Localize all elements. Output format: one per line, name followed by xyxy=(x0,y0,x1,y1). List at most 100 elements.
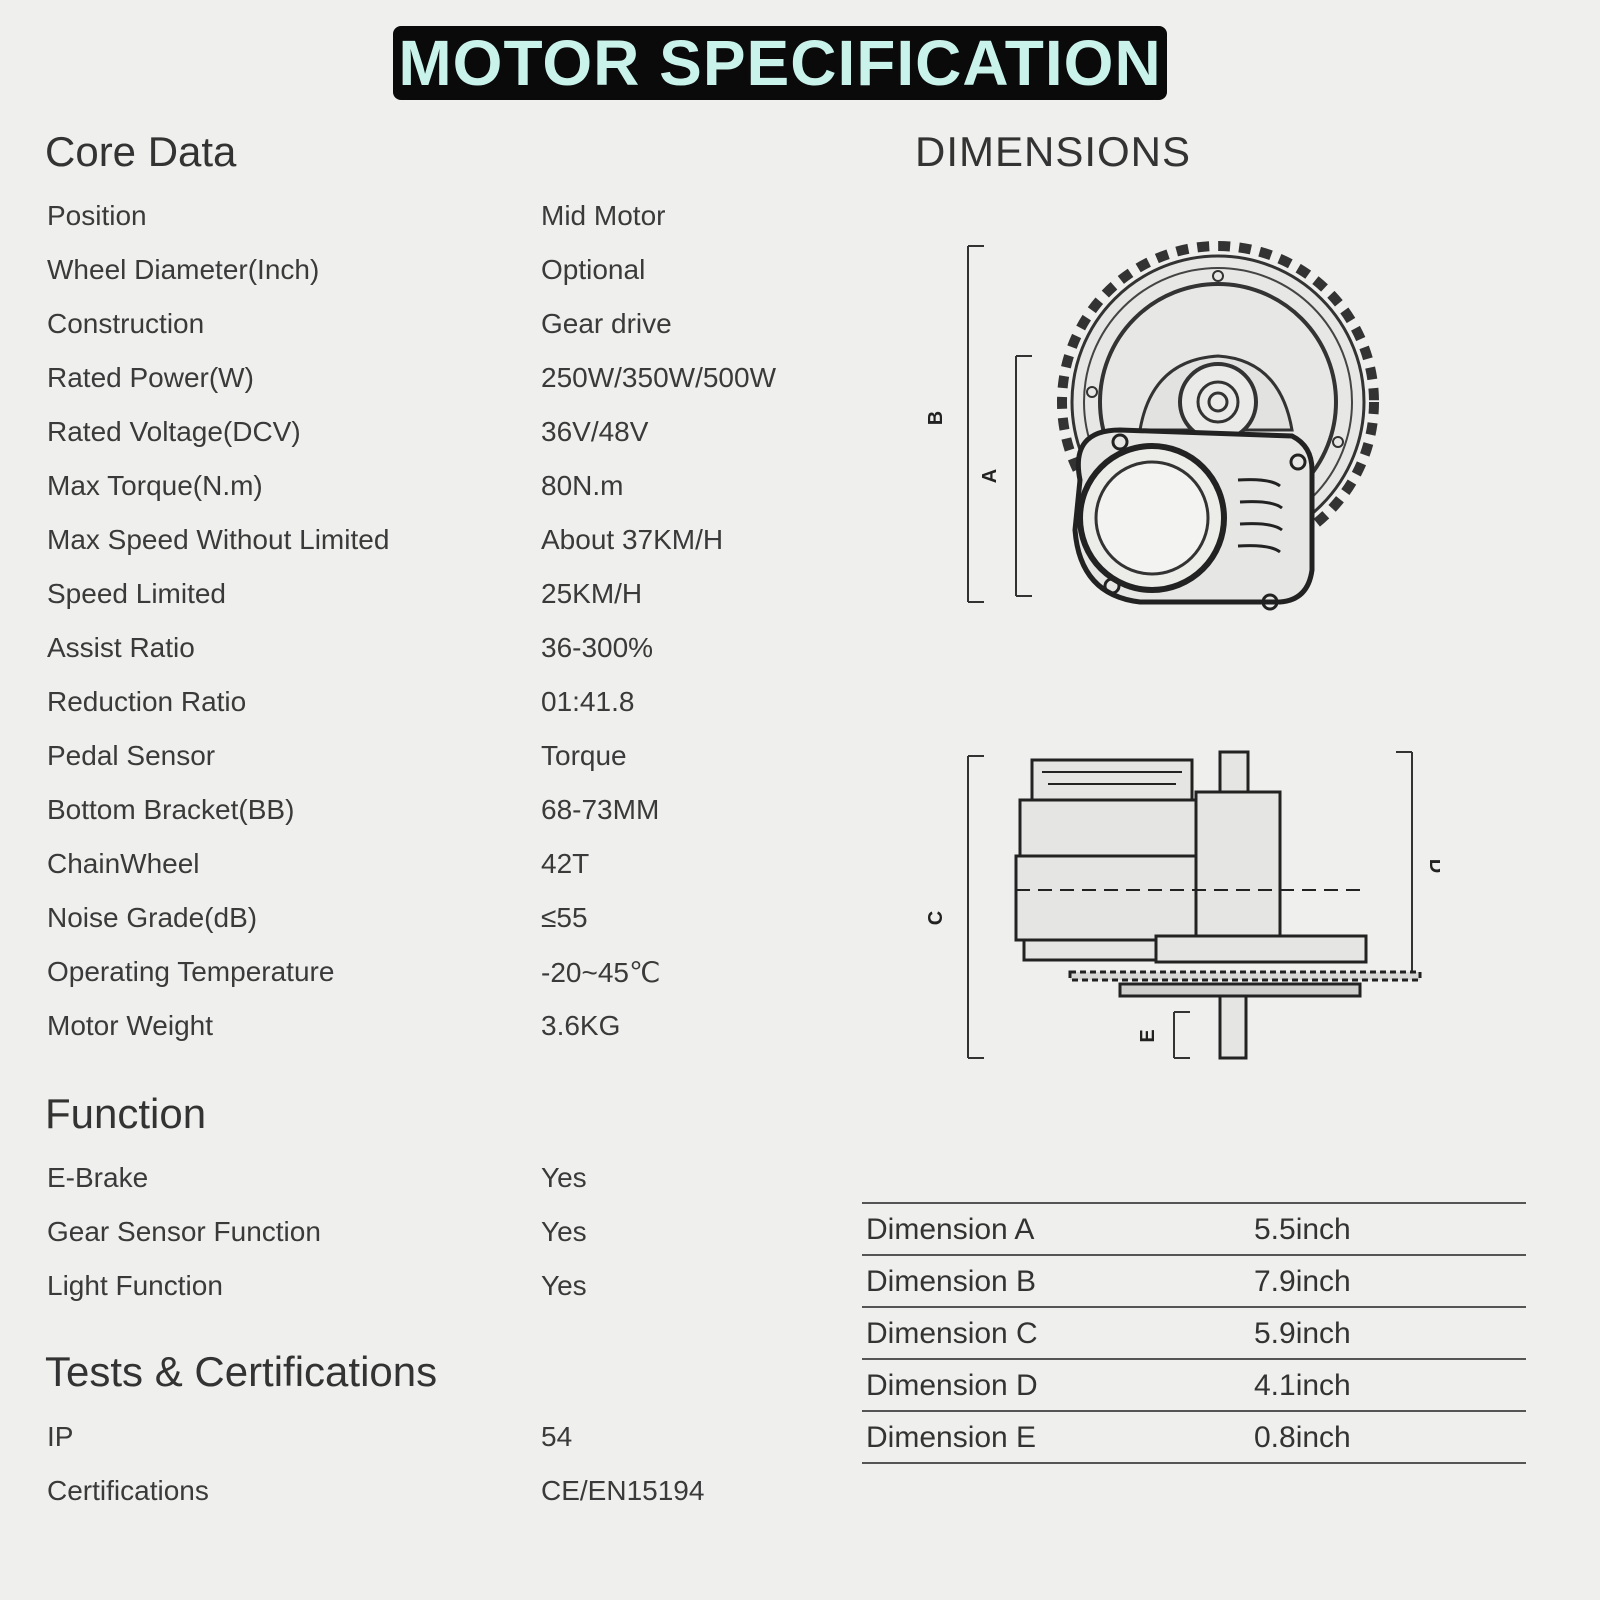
spec-label: ChainWheel xyxy=(47,848,200,879)
spindle-icon xyxy=(1138,354,1294,442)
spec-value: Optional xyxy=(541,254,646,285)
spec-label: Max Torque(N.m) xyxy=(47,470,263,501)
spec-value: Yes xyxy=(541,1162,587,1193)
spec-label: E-Brake xyxy=(47,1162,149,1193)
spec-value: -20~45℃ xyxy=(541,957,661,988)
spindle-profile-icon xyxy=(1218,994,1248,1060)
spec-label: Rated Voltage(DCV) xyxy=(47,416,301,447)
spec-label: Bottom Bracket(BB) xyxy=(47,794,295,825)
spec-label: IP xyxy=(47,1421,74,1452)
dimension-b-bracket xyxy=(967,245,984,603)
spec-label: Construction xyxy=(47,308,205,339)
dimensions-heading: DIMENSIONS xyxy=(915,128,1192,175)
title-banner: MOTOR SPECIFICATION xyxy=(393,26,1167,100)
motor-housing-icon xyxy=(1072,427,1315,611)
dimension-value: 5.5inch xyxy=(1254,1213,1351,1246)
spec-row-operating-temperature: Operating Temperature -20~45℃ xyxy=(47,956,807,996)
spec-row-speed-limited: Speed Limited 25KM/H xyxy=(47,578,807,618)
dimension-c-bracket xyxy=(967,755,984,1059)
spec-row-position: Position Mid Motor xyxy=(47,200,807,240)
spec-value: 42T xyxy=(541,848,590,879)
spec-label: Operating Temperature xyxy=(47,956,335,987)
chainring-profile-icon xyxy=(1068,970,1422,998)
spec-value: 68-73MM xyxy=(541,794,660,825)
motor-body-icon xyxy=(1014,750,1368,964)
dimension-table: Dimension A 5.5inch Dimension B 7.9inch Di… xyxy=(862,1202,1526,1464)
dimension-value: 4.1inch xyxy=(1254,1369,1351,1402)
spec-label: Max Speed Without Limited xyxy=(47,524,390,555)
spec-value: Gear drive xyxy=(541,308,672,339)
spec-row-bottom-bracket: Bottom Bracket(BB) 68-73MM xyxy=(47,794,807,834)
spec-row-pedal-sensor: Pedal Sensor Torque xyxy=(47,740,807,780)
dimension-row-e: Dimension E 0.8inch xyxy=(862,1410,1526,1464)
dimension-value: 5.9inch xyxy=(1254,1317,1351,1350)
spec-label: Speed Limited xyxy=(47,578,227,609)
dimension-a-bracket xyxy=(1015,355,1032,597)
spec-row-chainwheel: ChainWheel 42T xyxy=(47,848,807,888)
spec-row-noise-grade: Noise Grade(dB) ≤55 xyxy=(47,902,807,942)
dimension-b-label: B xyxy=(925,411,947,425)
core-data-heading: Core Data xyxy=(45,128,237,175)
dimension-value: 7.9inch xyxy=(1254,1265,1351,1298)
dimension-d-label: D xyxy=(1425,859,1440,873)
dimension-label: Dimension A xyxy=(866,1213,1035,1246)
spec-value: 36V/48V xyxy=(541,416,649,447)
spec-value: 36-300% xyxy=(541,632,654,663)
dimension-row-a: Dimension A 5.5inch xyxy=(862,1202,1526,1254)
spec-label: Position xyxy=(47,200,147,231)
spec-value: ≤55 xyxy=(541,902,588,933)
spec-value: 01:41.8 xyxy=(541,686,635,717)
spec-label: Motor Weight xyxy=(47,1010,213,1041)
dimension-label: Dimension E xyxy=(866,1421,1037,1454)
spec-row-motor-weight: Motor Weight 3.6KG xyxy=(47,1010,807,1050)
dimension-e-bracket xyxy=(1173,1011,1190,1059)
spec-row-assist-ratio: Assist Ratio 36-300% xyxy=(47,632,807,672)
dimension-label: Dimension C xyxy=(866,1317,1038,1350)
spec-row-max-torque: Max Torque(N.m) 80N.m xyxy=(47,470,807,510)
spec-row-light-function: Light Function Yes xyxy=(47,1270,807,1310)
spec-value: Yes xyxy=(541,1270,587,1301)
spec-label: Light Function xyxy=(47,1270,223,1301)
spec-value: Torque xyxy=(541,740,627,771)
dimension-label: Dimension B xyxy=(866,1265,1037,1298)
spec-label: Rated Power(W) xyxy=(47,362,254,393)
dimension-row-d: Dimension D 4.1inch xyxy=(862,1358,1526,1410)
dimension-c-label: C xyxy=(925,911,947,925)
spec-row-gear-sensor: Gear Sensor Function Yes xyxy=(47,1216,807,1256)
spec-value: 3.6KG xyxy=(541,1010,621,1041)
spec-label: Reduction Ratio xyxy=(47,686,247,717)
spec-row-reduction-ratio: Reduction Ratio 01:41.8 xyxy=(47,686,807,726)
page-title: MOTOR SPECIFICATION xyxy=(398,27,1162,99)
spec-value: 80N.m xyxy=(541,470,624,501)
spec-label: Wheel Diameter(Inch) xyxy=(47,254,320,285)
spec-value: Yes xyxy=(541,1216,587,1247)
spec-label: Certifications xyxy=(47,1475,209,1506)
dimension-value: 0.8inch xyxy=(1254,1421,1351,1454)
dimension-e-label: E xyxy=(1137,1029,1159,1042)
spec-row-certifications: Certifications CE/EN15194 xyxy=(47,1475,807,1515)
dimension-row-b: Dimension B 7.9inch xyxy=(862,1254,1526,1306)
dimension-d-bracket xyxy=(1396,751,1413,977)
motor-side-view-diagram: C D E xyxy=(925,750,1440,1060)
spec-label: Gear Sensor Function xyxy=(47,1216,321,1247)
spec-value: 250W/350W/500W xyxy=(541,362,776,393)
spec-row-ip: IP 54 xyxy=(47,1421,807,1461)
spec-value: 25KM/H xyxy=(541,578,643,609)
spec-value: Mid Motor xyxy=(541,200,666,231)
spec-value: 54 xyxy=(541,1421,573,1452)
tests-heading: Tests & Certifications xyxy=(45,1348,438,1395)
spec-row-construction: Construction Gear drive xyxy=(47,308,807,348)
dimension-label: Dimension D xyxy=(866,1369,1038,1402)
spec-label: Assist Ratio xyxy=(47,632,195,663)
spec-row-rated-power: Rated Power(W) 250W/350W/500W xyxy=(47,362,807,402)
spec-row-e-brake: E-Brake Yes xyxy=(47,1162,807,1202)
spec-label: Noise Grade(dB) xyxy=(47,902,258,933)
function-heading: Function xyxy=(45,1090,207,1137)
dimension-row-c: Dimension C 5.9inch xyxy=(862,1306,1526,1358)
spec-value: About 37KM/H xyxy=(541,524,724,555)
spec-label: Pedal Sensor xyxy=(47,740,216,771)
spec-row-max-speed: Max Speed Without Limited About 37KM/H xyxy=(47,524,807,564)
spec-value: CE/EN15194 xyxy=(541,1475,705,1506)
dimension-a-label: A xyxy=(979,469,1001,483)
motor-front-view-diagram: B A xyxy=(925,241,1379,611)
